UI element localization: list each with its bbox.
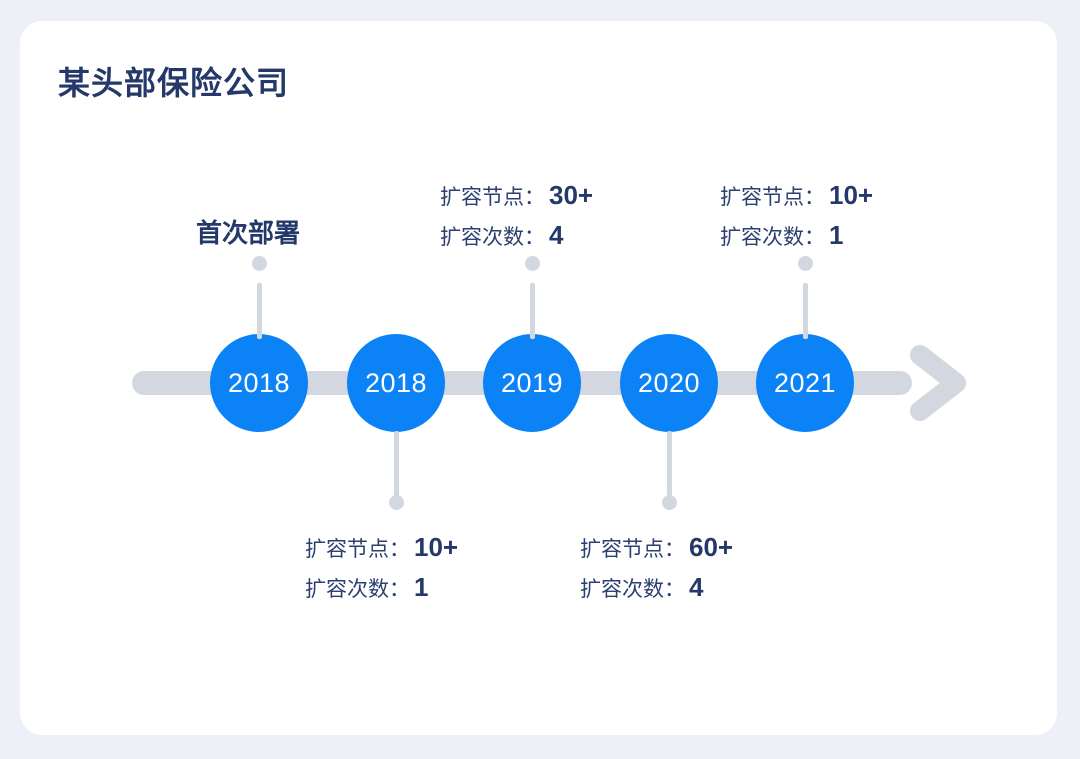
timeline-node-2020[interactable]: 2020 bbox=[620, 334, 718, 432]
metric-value: 30+ bbox=[549, 180, 594, 210]
metric-value: 4 bbox=[549, 220, 564, 251]
timeline-node-2018-b[interactable]: 2018 bbox=[347, 334, 445, 432]
metric-value: 10+ bbox=[829, 180, 874, 210]
timeline-node-year: 2018 bbox=[227, 367, 291, 398]
timeline-label-2021: 扩容节点： 10+ 扩容次数： 1 bbox=[720, 175, 873, 256]
connector-dot-2021 bbox=[797, 256, 813, 271]
connector-line-2019 bbox=[529, 283, 535, 339]
metric-key: 扩容次数： bbox=[580, 578, 685, 602]
timeline-label-2019: 扩容节点： 30+ 扩容次数： 4 bbox=[440, 175, 593, 256]
metric-value: 10+ bbox=[414, 532, 459, 562]
timeline-label-2020: 扩容节点： 60+ 扩容次数： 4 bbox=[580, 527, 733, 608]
connector-line-2018-b bbox=[393, 431, 399, 503]
metric-key: 扩容节点： bbox=[580, 538, 685, 561]
connector-line-2018-a bbox=[256, 283, 262, 339]
metric-row: 扩容节点： 10+ bbox=[305, 527, 458, 567]
timeline-node-2018-a[interactable]: 2018 bbox=[210, 334, 308, 432]
metric-row: 扩容次数： 4 bbox=[580, 567, 733, 607]
metric-key: 扩容次数： bbox=[440, 226, 545, 250]
metric-value: 4 bbox=[689, 572, 704, 603]
connector-dot-2020 bbox=[661, 495, 677, 510]
metric-row: 扩容节点： 30+ bbox=[440, 175, 593, 215]
metric-value: 60+ bbox=[689, 532, 734, 562]
timeline-node-2021[interactable]: 2021 bbox=[756, 334, 854, 432]
timeline-node-year: 2020 bbox=[637, 367, 701, 398]
connector-line-2021 bbox=[802, 283, 808, 339]
metric-row: 扩容次数： 1 bbox=[720, 215, 873, 255]
metric-key: 扩容次数： bbox=[720, 226, 825, 250]
timeline-label-2018-b: 扩容节点： 10+ 扩容次数： 1 bbox=[305, 527, 458, 608]
metric-key: 扩容次数： bbox=[305, 578, 410, 602]
timeline-diagram: 2018 首次部署 2018 扩容节点： 10+ 扩容次数： 1 bbox=[20, 21, 1057, 735]
metric-row: 扩容次数： 4 bbox=[440, 215, 593, 255]
page-title: 某头部保险公司 bbox=[58, 65, 290, 101]
timeline-node-year: 2019 bbox=[500, 367, 564, 398]
metric-key: 扩容节点： bbox=[720, 186, 825, 209]
content-card: 某头部保险公司 2018 首次部署 2018 bbox=[20, 21, 1057, 735]
metric-value: 1 bbox=[829, 220, 844, 251]
timeline-node-year: 2018 bbox=[364, 367, 428, 398]
timeline-node-year: 2021 bbox=[773, 367, 837, 398]
metric-key: 扩容节点： bbox=[305, 538, 410, 561]
metric-key: 扩容节点： bbox=[440, 186, 545, 209]
connector-dot-2019 bbox=[524, 256, 540, 271]
timeline-headline-2018-a: 首次部署 bbox=[196, 218, 301, 248]
timeline-node-2019[interactable]: 2019 bbox=[483, 334, 581, 432]
connector-dot-2018-a bbox=[251, 256, 267, 271]
metric-row: 扩容节点： 10+ bbox=[720, 175, 873, 215]
connector-line-2020 bbox=[666, 431, 672, 503]
metric-value: 1 bbox=[414, 572, 429, 603]
metric-row: 扩容节点： 60+ bbox=[580, 527, 733, 567]
metric-row: 扩容次数： 1 bbox=[305, 567, 458, 607]
connector-dot-2018-b bbox=[388, 495, 404, 510]
timeline-arrow-icon bbox=[900, 341, 970, 425]
